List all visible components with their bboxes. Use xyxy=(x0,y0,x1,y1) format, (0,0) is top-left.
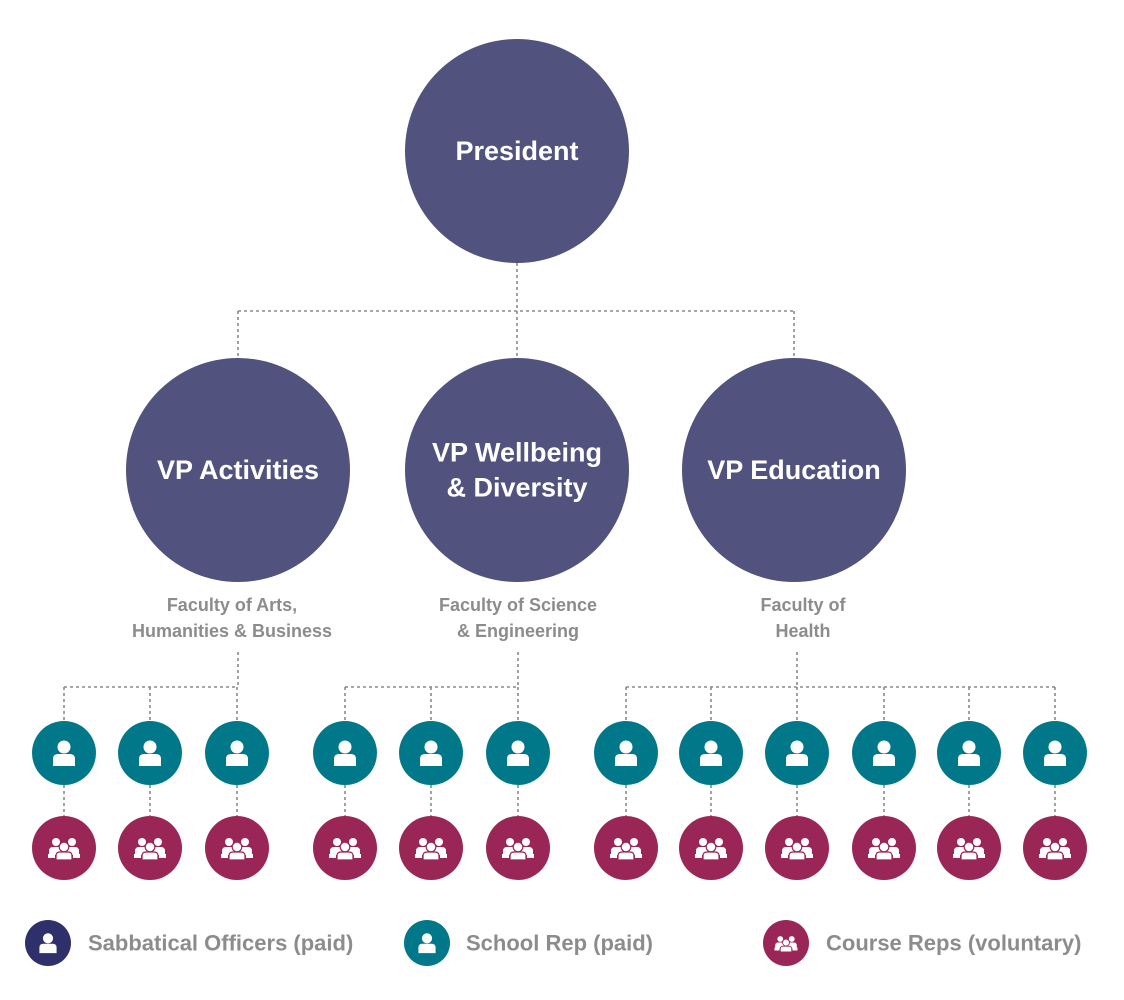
person-icon xyxy=(420,740,442,766)
node-label: President xyxy=(455,136,578,166)
officer-nodes: President VP Activities VP Wellbeing & Dive… xyxy=(126,39,906,582)
group-icon xyxy=(868,838,900,861)
legend-label: Course Reps (voluntary) xyxy=(826,931,1082,956)
president-node xyxy=(405,39,629,263)
group-icon xyxy=(329,838,361,861)
group-icon xyxy=(774,936,798,953)
connector-lines xyxy=(63,263,1056,816)
group-icon xyxy=(48,838,80,861)
group-icon xyxy=(134,838,166,861)
faculty-label: Faculty of xyxy=(760,595,846,615)
node-label: VP Activities xyxy=(157,455,319,485)
faculty-label: Health xyxy=(775,621,830,641)
faculty-label: Faculty of Science xyxy=(439,595,597,615)
person-icon xyxy=(958,740,980,766)
faculty-label: Humanities & Business xyxy=(132,621,332,641)
person-icon xyxy=(334,740,356,766)
vp-node xyxy=(126,358,350,582)
legend-label: Sabbatical Officers (paid) xyxy=(88,931,353,956)
vp-node xyxy=(405,358,629,582)
node-label: VP Wellbeing xyxy=(432,438,602,468)
faculty-labels: Faculty of Arts, Humanities & Business Fac… xyxy=(132,595,847,641)
group-icon xyxy=(221,838,253,861)
person-icon xyxy=(1044,740,1066,766)
person-icon xyxy=(873,740,895,766)
person-icon xyxy=(615,740,637,766)
person-icon xyxy=(507,740,529,766)
group-icon xyxy=(781,838,813,861)
person-icon xyxy=(53,740,75,766)
person-icon xyxy=(700,740,722,766)
person-icon xyxy=(139,740,161,766)
faculty-label: & Engineering xyxy=(457,621,579,641)
node-label: & Diversity xyxy=(446,473,587,503)
legend-label: School Rep (paid) xyxy=(466,931,653,956)
group-icon xyxy=(610,838,642,861)
legend: Sabbatical Officers (paid) School Rep (pa… xyxy=(25,920,1082,966)
group-icon xyxy=(1039,838,1071,861)
group-icon xyxy=(502,838,534,861)
person-icon xyxy=(39,933,57,954)
person-icon xyxy=(786,740,808,766)
faculty-label: Faculty of Arts, xyxy=(167,595,297,615)
rep-nodes xyxy=(32,721,1087,880)
group-icon xyxy=(415,838,447,861)
vp-node xyxy=(682,358,906,582)
group-icon xyxy=(695,838,727,861)
node-label: VP Education xyxy=(707,455,881,485)
group-icon xyxy=(953,838,985,861)
person-icon xyxy=(226,740,248,766)
person-icon xyxy=(418,933,436,954)
